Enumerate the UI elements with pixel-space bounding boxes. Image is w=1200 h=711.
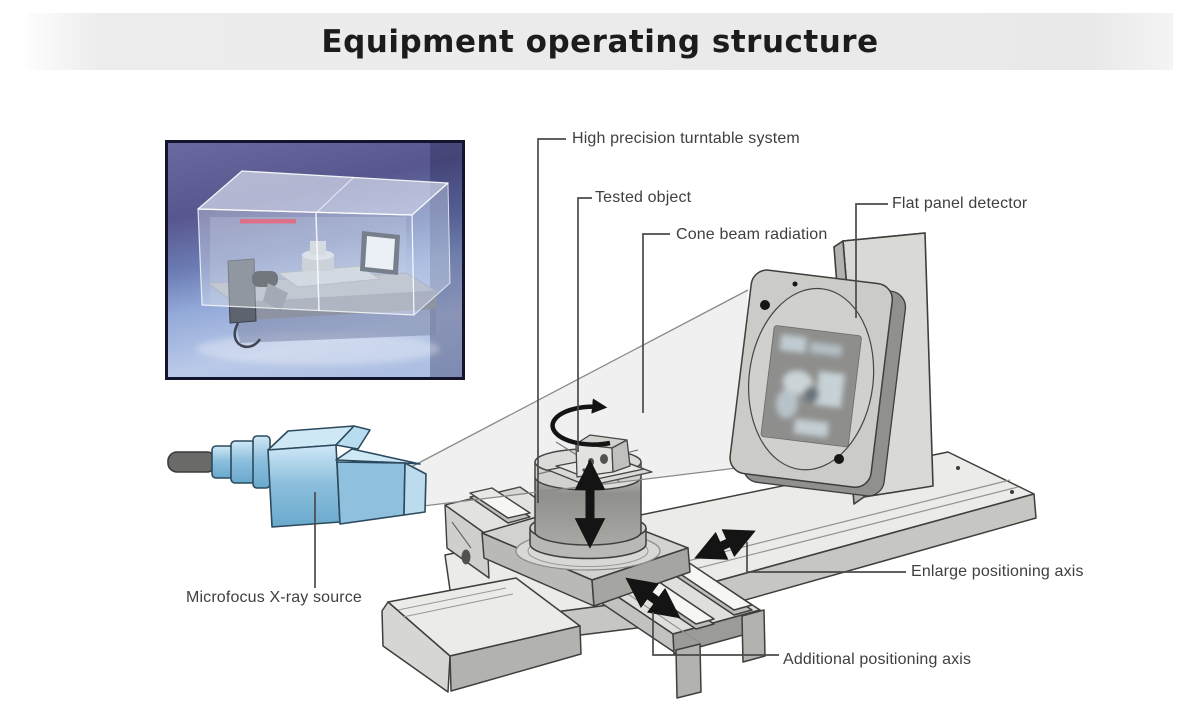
flat-panel <box>729 269 907 497</box>
leader-lines <box>314 138 906 656</box>
cone-beam <box>410 289 749 507</box>
leader-additional-axis <box>652 612 779 656</box>
left-base-block <box>381 577 582 693</box>
panel-mount-dot <box>760 300 770 310</box>
machine-cabinet <box>197 170 451 349</box>
label-enlarge-axis: Enlarge positioning axis <box>911 563 1084 580</box>
label-cone-beam: Cone beam radiation <box>676 226 828 243</box>
rotation-arrow <box>550 398 611 447</box>
leader-tested-object <box>577 197 592 452</box>
label-tested-object: Tested object <box>595 189 692 206</box>
title-band: Equipment operating structure <box>27 13 1173 70</box>
xray-image-blobs <box>775 334 845 438</box>
leader-turntable <box>537 138 566 503</box>
leader-enlarge-axis <box>746 542 906 573</box>
machine-illustration <box>196 143 462 377</box>
leader-flat-panel <box>855 203 888 318</box>
label-turntable-system: High precision turntable system <box>572 130 800 147</box>
inset-shadow-edge <box>430 143 462 377</box>
label-xray-source: Microfocus X-ray source <box>186 589 362 606</box>
red-stripe <box>240 219 296 224</box>
xray-source <box>167 425 427 528</box>
page-title: Equipment operating structure <box>321 23 879 60</box>
motion-arrows <box>550 398 756 619</box>
panel-mount-dot <box>834 454 844 464</box>
leader-cone-beam <box>642 233 670 413</box>
label-additional-axis: Additional positioning axis <box>783 651 972 668</box>
label-flat-panel-detector: Flat panel detector <box>892 195 1028 212</box>
enlarge-axis-arrow <box>694 529 756 560</box>
inset-photo <box>165 140 465 380</box>
additional-axis-arrow <box>625 577 681 619</box>
